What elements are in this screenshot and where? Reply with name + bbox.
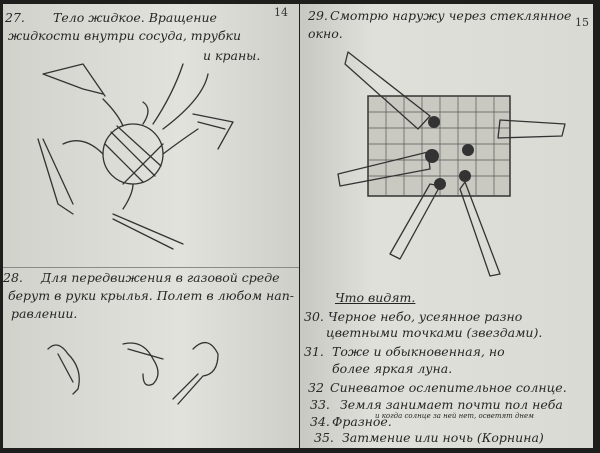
item-33-note: и когда солнце за ней нет, осветят днем <box>375 412 534 420</box>
page-number: 15 <box>575 16 589 29</box>
divider <box>3 267 299 268</box>
item-35-line: Затмение или ночь (Корнина) <box>342 430 544 445</box>
section-heading: Что видят. <box>335 290 416 305</box>
item-30-number: 30. <box>304 309 324 324</box>
entry-29-line: окно. <box>308 26 343 41</box>
entry-29-number: 29. <box>308 8 328 23</box>
item-32-number: 32 <box>308 380 324 395</box>
entry-27-number: 27. <box>5 10 25 25</box>
item-31-line: более яркая луна. <box>332 361 453 376</box>
item-34-number: 34. <box>310 414 330 429</box>
entry-27-line: и краны. <box>203 48 261 63</box>
entry-28-line: Для передвижения в газовой среде <box>41 270 280 285</box>
item-34-line: Фразное. <box>332 414 392 429</box>
item-33-line: Земля занимает почти пол неба <box>340 397 563 412</box>
right-notebook-page: 15 29. Смотрю наружу через стеклянное ок… <box>300 4 593 448</box>
entry-28-line: равлении. <box>11 306 78 321</box>
sketches-left <box>37 63 234 405</box>
item-30-line: Черное небо, усеянное разно <box>328 309 523 324</box>
entry-28-line: берут в руки крылья. Полет в любом нап- <box>8 288 295 303</box>
item-33-number: 33. <box>310 397 330 412</box>
rotating-vessel-sketch <box>37 63 234 250</box>
page-number: 14 <box>274 6 288 19</box>
item-35-number: 35. <box>314 430 334 445</box>
item-32-line: Синеватое ослепительное солнце. <box>330 380 567 395</box>
window-sketch <box>337 51 566 277</box>
flying-figures-sketch <box>47 342 219 405</box>
item-30-line: цветными точками (звездами). <box>326 325 543 340</box>
entry-27-line: Тело жидкое. Вращение <box>53 10 217 25</box>
item-31-number: 31. <box>304 344 324 359</box>
left-notebook-page: 14 27. Тело жидкое. Вращение жидкости вн… <box>3 4 299 448</box>
item-31-line: Тоже и обыкновенная, но <box>332 344 505 359</box>
entry-27-line: жидкости внутри сосуда, трубки <box>8 28 242 43</box>
entry-29-line: Смотрю наружу через стеклянное <box>330 8 572 23</box>
entry-28-number: 28. <box>3 270 23 285</box>
